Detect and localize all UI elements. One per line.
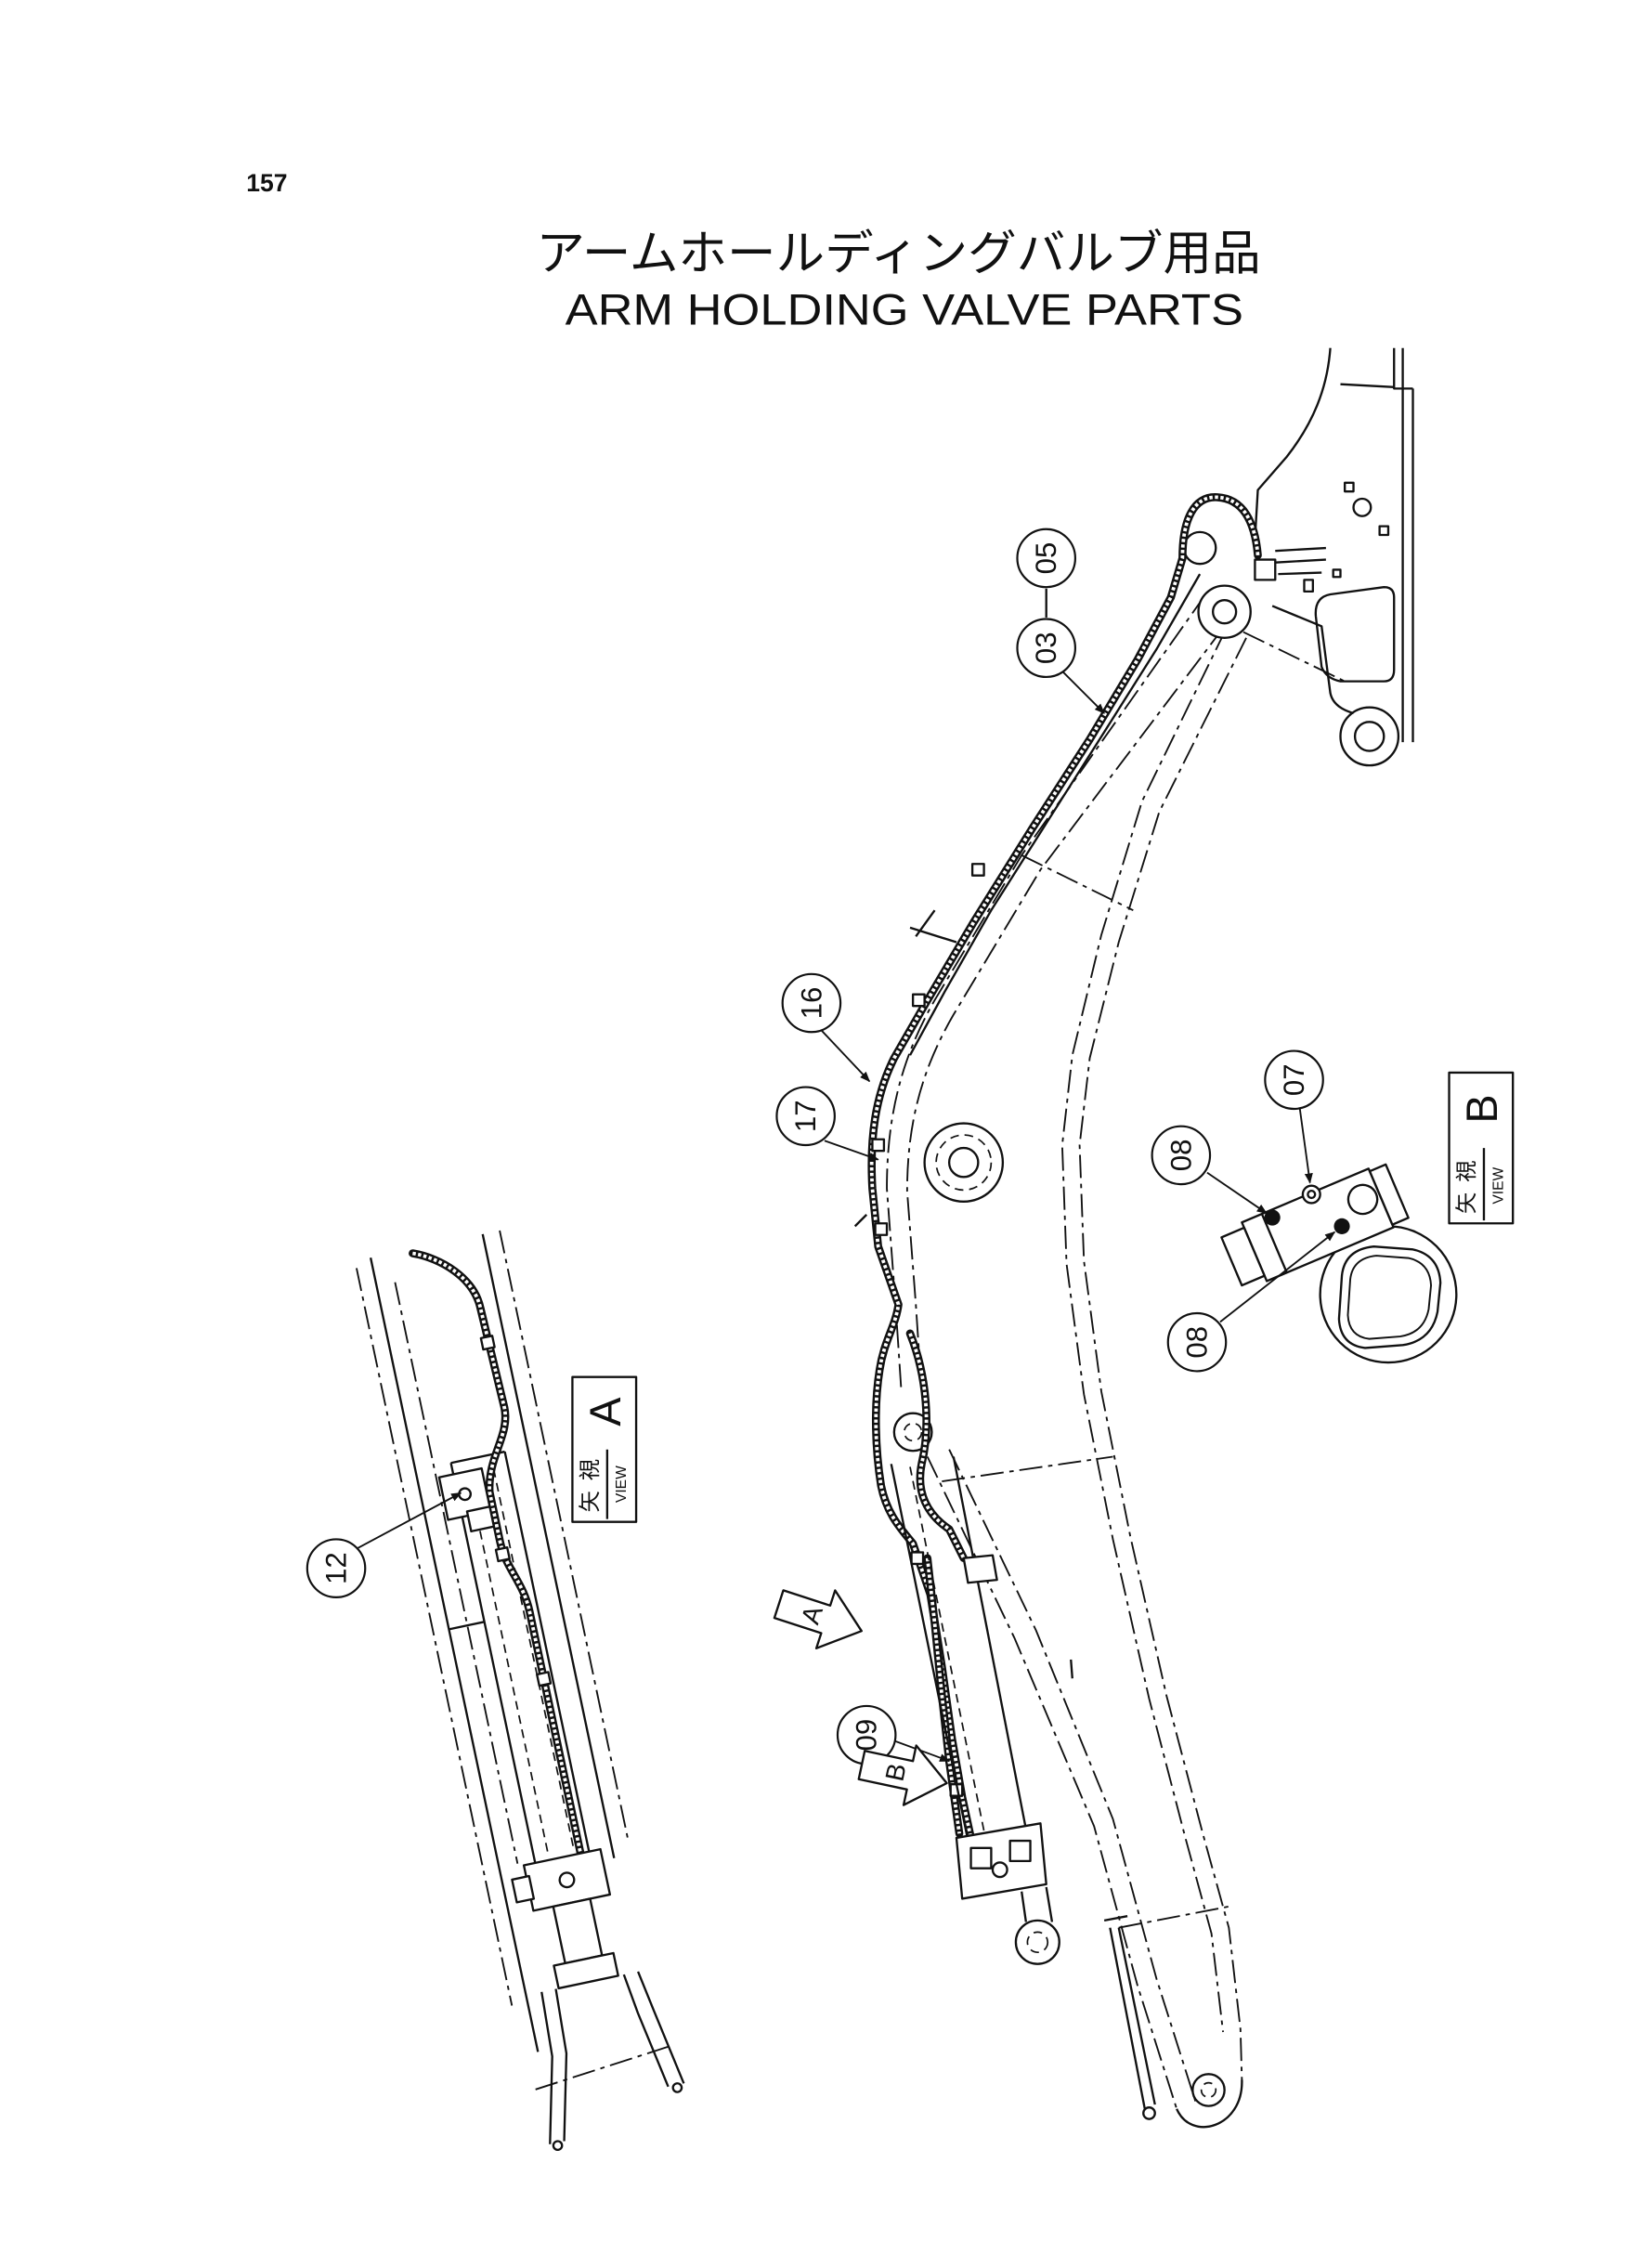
view-label-b: 矢 視 VIEW B <box>1448 1071 1515 1225</box>
callout-05: 05 <box>1016 528 1077 589</box>
view-label-char-2: 視 <box>1453 1160 1479 1181</box>
callout-label: 08 <box>1164 1140 1197 1172</box>
view-label-letter: A <box>581 1397 630 1427</box>
callout-label: 07 <box>1278 1063 1310 1096</box>
callout-label: 09 <box>851 1719 883 1752</box>
view-label-char-1: 矢 <box>577 1491 603 1512</box>
detail-view-a <box>356 1230 685 2152</box>
callout-label: 03 <box>1030 632 1062 664</box>
callout-17: 17 <box>775 1086 836 1147</box>
pilot-hose <box>853 493 1262 1843</box>
callout-08-lower: 08 <box>1166 1311 1228 1373</box>
view-label-view: VIEW <box>1490 1166 1506 1204</box>
callout-03: 03 <box>1016 618 1077 679</box>
callout-label: 12 <box>320 1552 353 1584</box>
title-japanese: アームホールディングバルブ用品 <box>536 226 1260 281</box>
callout-07: 07 <box>1264 1049 1324 1111</box>
callout-label: 08 <box>1180 1326 1213 1359</box>
view-arrow-a: A <box>773 1589 863 1649</box>
page-number: 157 <box>246 169 287 197</box>
arm-cylinder <box>890 1456 1060 1965</box>
callout-label: 17 <box>789 1100 822 1132</box>
view-label-char-2: 視 <box>577 1459 603 1480</box>
leader-lines <box>358 588 1336 1763</box>
callout-16: 16 <box>781 972 842 1034</box>
callout-08-upper: 08 <box>1151 1125 1212 1186</box>
view-arrow-b: B <box>857 1744 948 1806</box>
detail-view-b <box>1220 1163 1458 1364</box>
callout-09: 09 <box>836 1704 897 1765</box>
view-label-char-1: 矢 <box>1453 1192 1479 1214</box>
view-label-a: 矢 視 VIEW A <box>571 1375 638 1523</box>
view-label-view: VIEW <box>614 1466 630 1503</box>
callout-12: 12 <box>306 1538 367 1598</box>
callout-label: 05 <box>1030 542 1062 575</box>
boom-bracket <box>1182 347 1414 767</box>
callout-label: 16 <box>795 987 827 1020</box>
view-label-letter: B <box>1458 1094 1506 1123</box>
title-english: ARM HOLDING VALVE PARTS <box>566 286 1243 334</box>
